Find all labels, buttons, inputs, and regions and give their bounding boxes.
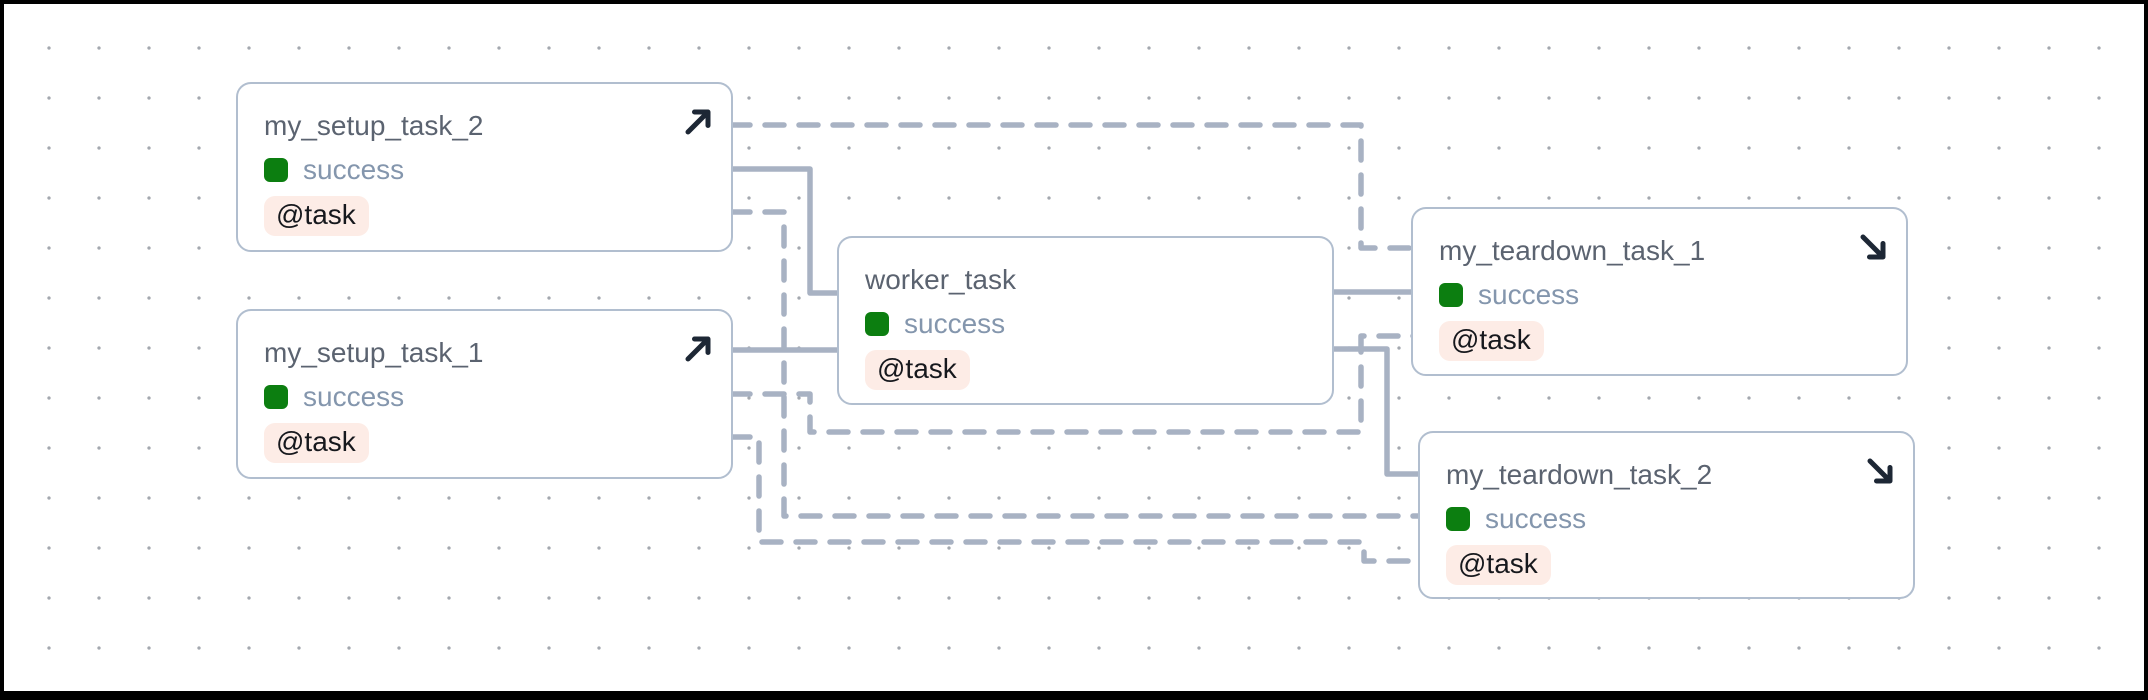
- setup-arrow-up-right-icon: [680, 104, 716, 140]
- task-decorator-badge: @task: [1446, 545, 1551, 585]
- edge-my_setup_task_2-to-worker_task-solid: [728, 166, 843, 296]
- task-title: my_teardown_task_2: [1446, 459, 1713, 490]
- task-state-label: success: [303, 154, 405, 185]
- task-state-row: success: [264, 381, 713, 413]
- task-state-row: success: [1446, 503, 1895, 535]
- success-state-square: [865, 312, 889, 336]
- teardown-arrow-down-right-icon: [1862, 453, 1898, 489]
- task-title: my_teardown_task_1: [1439, 235, 1706, 266]
- task-title: my_setup_task_1: [264, 337, 484, 368]
- task-badge-row: @task: [264, 423, 713, 463]
- task-badge-row: @task: [1439, 321, 1888, 361]
- edge-my_setup_task_1-to-my_teardown_task_2-dashed: [728, 434, 1424, 564]
- task-state-label: success: [904, 308, 1006, 339]
- task-decorator-badge: @task: [264, 423, 369, 463]
- task-state-label: success: [1478, 279, 1580, 310]
- task-decorator-badge: @task: [264, 196, 369, 236]
- task-title: my_setup_task_2: [264, 110, 484, 141]
- task-state-label: success: [1485, 503, 1587, 534]
- task-title: worker_task: [865, 264, 1016, 295]
- edge-my_setup_task_2-to-my_teardown_task_1-dashed: [728, 122, 1417, 251]
- success-state-square: [264, 158, 288, 182]
- task-badge-row: @task: [264, 196, 713, 236]
- task-node-my_teardown_task_2[interactable]: my_teardown_task_2 success @task: [1418, 431, 1915, 599]
- task-state-row: success: [264, 154, 713, 186]
- task-decorator-badge: @task: [865, 350, 970, 390]
- success-state-square: [1446, 507, 1470, 531]
- task-decorator-badge: @task: [1439, 321, 1544, 361]
- graph-canvas[interactable]: my_setup_task_2 success @task my_setup_t…: [4, 4, 2144, 691]
- task-badge-row: @task: [1446, 545, 1895, 585]
- setup-arrow-up-right-icon: [680, 331, 716, 367]
- success-state-square: [264, 385, 288, 409]
- teardown-arrow-down-right-icon: [1855, 229, 1891, 265]
- task-state-label: success: [303, 381, 405, 412]
- task-node-my_teardown_task_1[interactable]: my_teardown_task_1 success @task: [1411, 207, 1908, 376]
- edge-worker_task-to-my_teardown_task_2-solid: [1329, 346, 1424, 477]
- task-node-my_setup_task_2[interactable]: my_setup_task_2 success @task: [236, 82, 733, 252]
- success-state-square: [1439, 283, 1463, 307]
- task-node-worker_task[interactable]: worker_task success @task: [837, 236, 1334, 405]
- task-state-row: success: [865, 308, 1314, 340]
- task-node-my_setup_task_1[interactable]: my_setup_task_1 success @task: [236, 309, 733, 479]
- task-state-row: success: [1439, 279, 1888, 311]
- task-badge-row: @task: [865, 350, 1314, 390]
